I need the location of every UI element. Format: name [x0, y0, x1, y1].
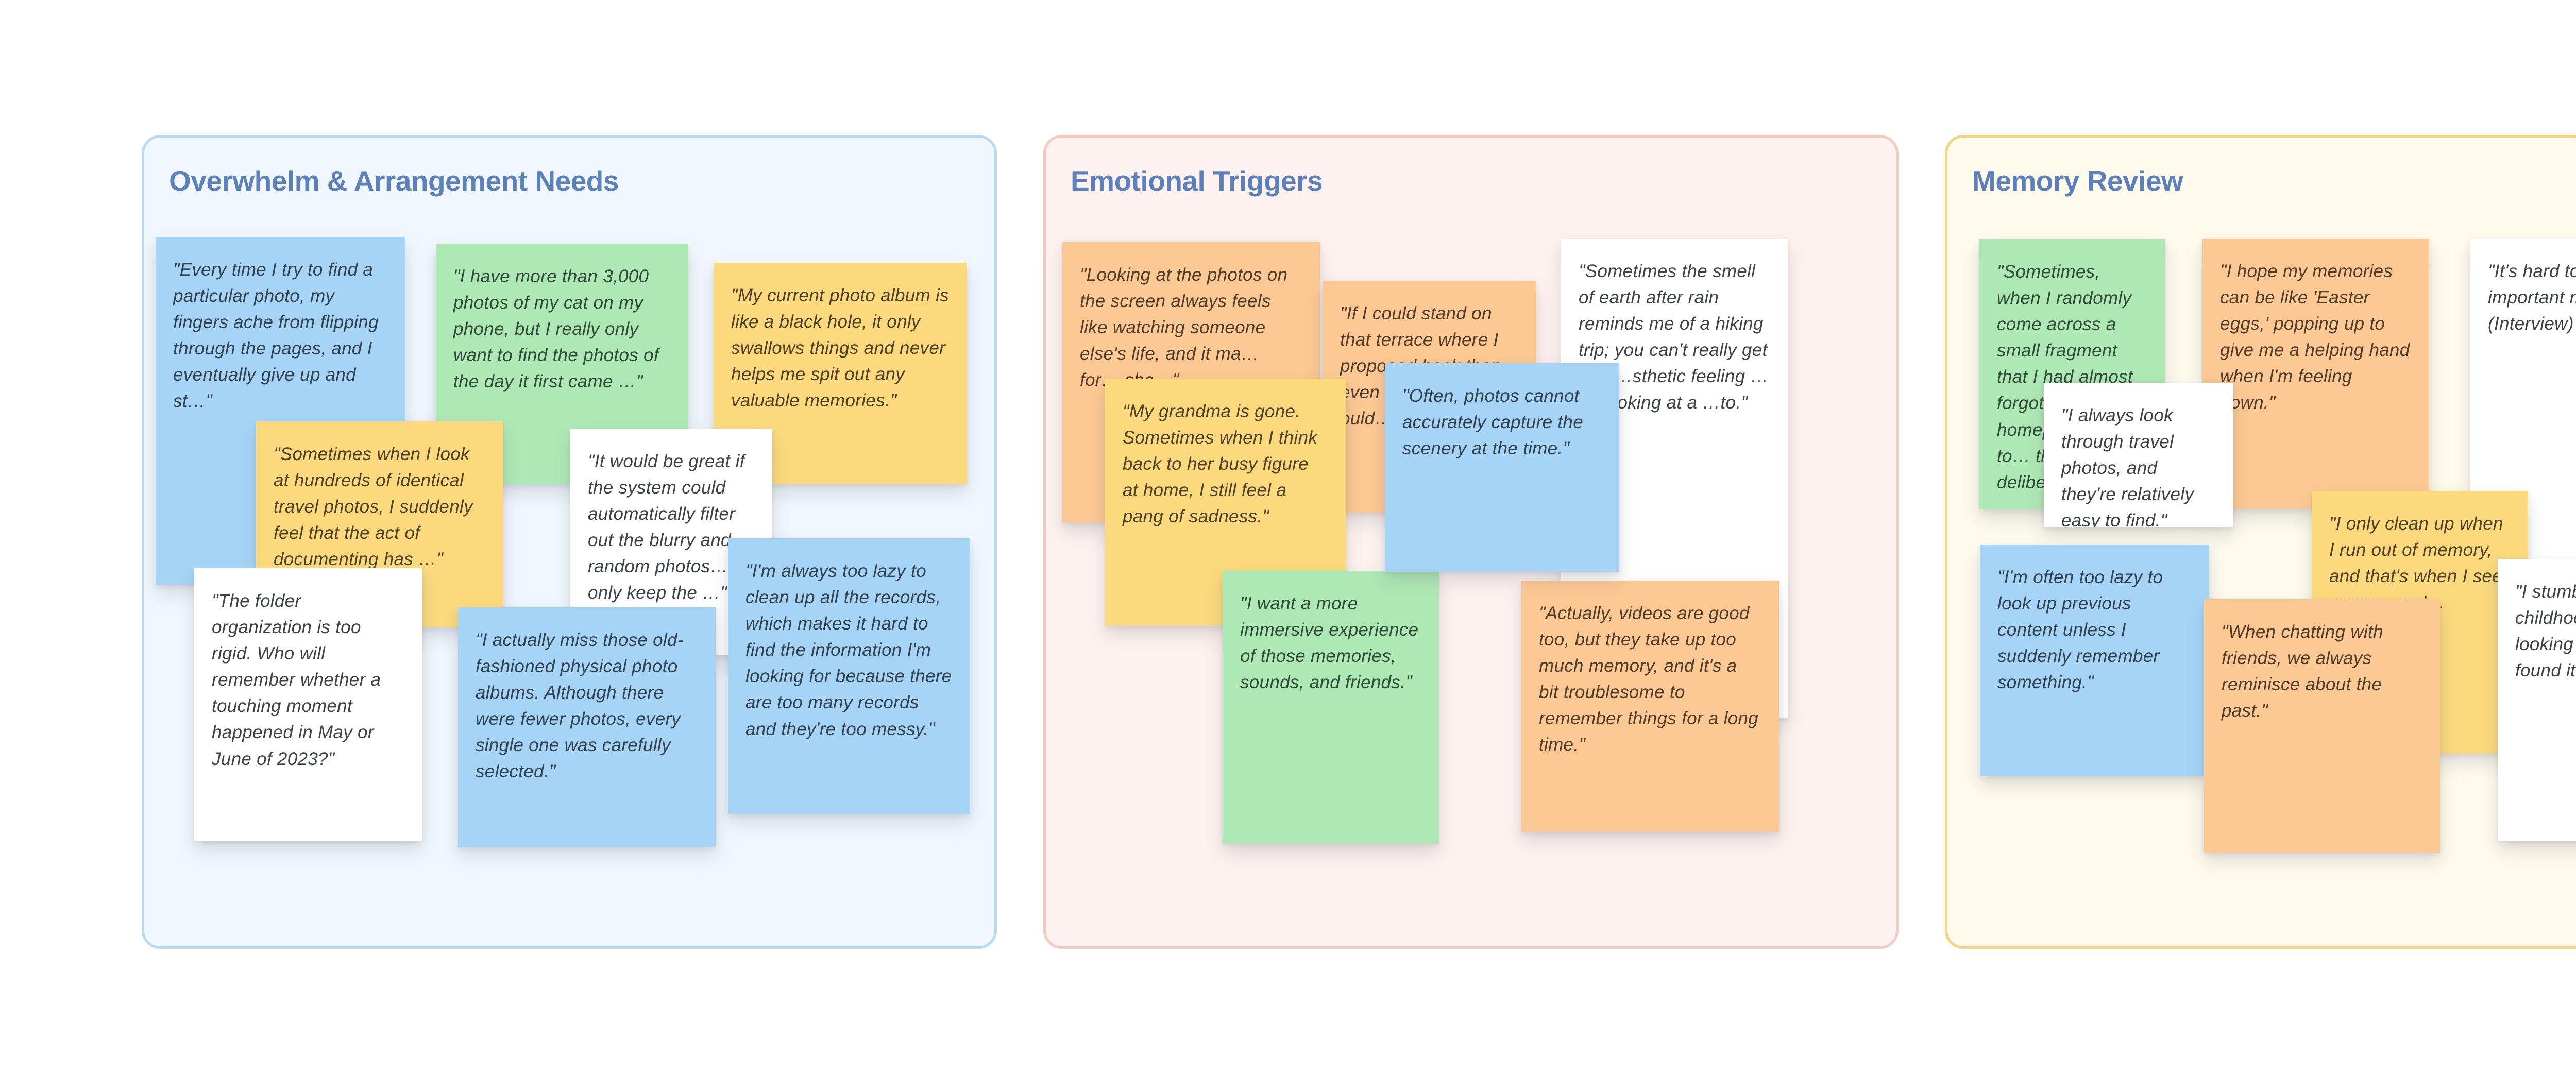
notes-layer: "Looking at the photos on the screen alw…	[1046, 138, 1896, 946]
sticky-note-blue[interactable]: "Every time I try to find a particular p…	[156, 237, 405, 585]
note-quote-text: "I hope my memories can be like 'Easter …	[2220, 261, 2410, 413]
note-quote-text: "I'm always too lazy to clean up all the…	[745, 561, 952, 739]
sticky-note-green[interactable]: "I want a more immersive experience of t…	[1223, 571, 1439, 844]
sticky-note-blue[interactable]: "I'm always too lazy to clean up all the…	[728, 538, 970, 814]
sticky-note-white[interactable]: "I always look through travel photos, an…	[2044, 383, 2233, 527]
note-quote-text: "Actually, videos are good too, but they…	[1539, 603, 1759, 755]
notes-layer: "Every time I try to find a particular p…	[144, 138, 994, 946]
note-quote-text: "I have more than 3,000 photos of my cat…	[453, 266, 659, 392]
panel-title: Overwhelm & Arrangement Needs	[169, 165, 619, 197]
note-quote-text: "The folder organization is too rigid. W…	[212, 591, 381, 769]
note-quote-text: "Sometimes when I look at hundreds of id…	[274, 444, 473, 570]
panel-title: Memory Review	[1972, 165, 2183, 197]
note-quote-text: "I always look through travel photos, an…	[2061, 405, 2194, 527]
note-quote-text: "Often, photos cannot accurately capture…	[1402, 386, 1583, 459]
notes-layer: "Sometimes, when I randomly come across …	[1947, 138, 2576, 946]
note-quote-text: "My grandma is gone. Sometimes when I th…	[1123, 401, 1318, 527]
note-quote-text: "When chatting with friends, we always r…	[2222, 622, 2383, 721]
sticky-note-white[interactable]: "The folder organization is too rigid. W…	[194, 568, 422, 841]
panel-emotional-triggers: Emotional Triggers "Looking at the photo…	[1043, 135, 1899, 949]
sticky-note-orange[interactable]: "I hope my memories can be like 'Easter …	[2202, 239, 2429, 509]
note-quote-text: "I'm often too lazy to look up previous …	[1997, 567, 2163, 693]
sticky-note-blue[interactable]: "Often, photos cannot accurately capture…	[1385, 363, 1619, 572]
note-quote-text: "Every time I try to find a particular p…	[173, 260, 379, 412]
sticky-note-blue[interactable]: "I'm often too lazy to look up previous …	[1980, 545, 2209, 776]
panel-title: Emotional Triggers	[1071, 165, 1323, 197]
note-quote-text: "I want a more immersive experience of t…	[1240, 593, 1419, 693]
note-quote-text: "I actually miss those old-fashioned phy…	[476, 630, 684, 782]
note-quote-text: "I stumbled upon my childhood diary whil…	[2515, 582, 2576, 681]
sticky-note-orange[interactable]: "Actually, videos are good too, but they…	[1521, 581, 1779, 832]
sticky-note-white[interactable]: "I stumbled upon my childhood diary whil…	[2498, 559, 2576, 841]
note-quote-text: "It's hard to find important moments." (…	[2488, 261, 2576, 334]
note-quote-text: "My current photo album is like a black …	[731, 285, 949, 411]
panel-memory-review: Memory Review "Sometimes, when I randoml…	[1945, 135, 2576, 949]
sticky-note-blue[interactable]: "I actually miss those old-fashioned phy…	[458, 607, 716, 847]
panel-overwhelm-arrangement-needs: Overwhelm & Arrangement Needs "Every tim…	[142, 135, 997, 949]
sticky-note-orange[interactable]: "When chatting with friends, we always r…	[2204, 599, 2440, 853]
note-quote-text: "It would be great if the system could a…	[588, 451, 745, 603]
note-quote-text: "Looking at the photos on the screen alw…	[1080, 265, 1288, 390]
